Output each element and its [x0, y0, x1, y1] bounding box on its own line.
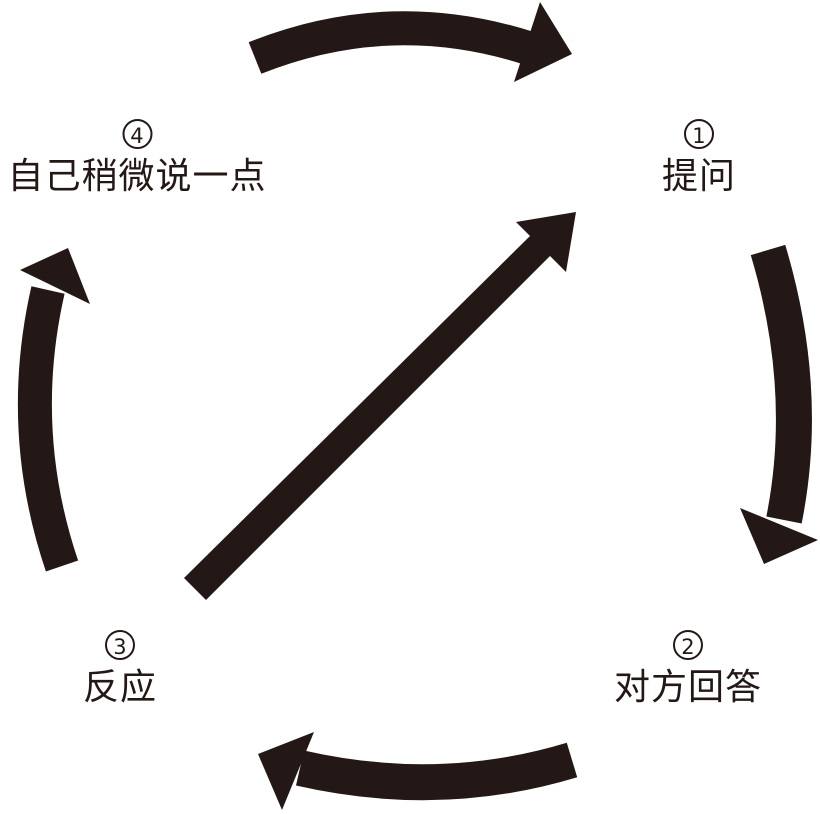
arrow-step3-to-step4 [17, 248, 90, 572]
step-2-node: 2 对方回答 [614, 630, 762, 710]
step-2-number: 2 [672, 630, 703, 660]
step-3-label: 反应 [82, 667, 158, 708]
arrow-step3-to-step1-diagonal [184, 212, 576, 600]
step-2-label: 对方回答 [613, 667, 763, 708]
step-3-number: 3 [104, 630, 135, 660]
step-4-number: 4 [121, 119, 152, 149]
arrow-step1-to-step2 [740, 244, 818, 564]
step-1-label: 提问 [661, 156, 737, 197]
arrow-step4-to-step1 [248, 2, 572, 82]
arrow-step2-to-step3 [258, 732, 578, 810]
step-1-number: 1 [683, 119, 714, 149]
step-4-node: 4 自己稍微说一点 [7, 119, 266, 199]
step-3-node: 3 反应 [83, 630, 157, 710]
step-1-node: 1 提问 [662, 119, 736, 199]
step-4-label: 自己稍微说一点 [7, 156, 267, 197]
